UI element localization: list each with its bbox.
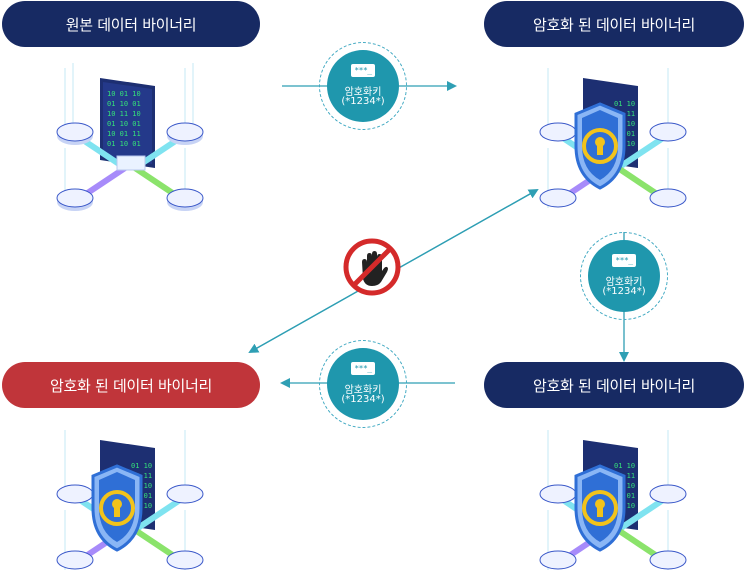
svg-text:10 11 10: 10 11 10	[107, 110, 141, 118]
password-field-icon: ***_	[351, 64, 375, 77]
node-encrypted-bottom-left: 암호화 된 데이터 바이너리	[2, 362, 260, 408]
svg-text:01 10: 01 10	[614, 100, 635, 108]
key-label: 암호화키	[344, 87, 382, 98]
key-value: (*1234*)	[341, 96, 385, 107]
binary-server-illustration: 10 01 10 01 10 01 10 11 10 01 10 01 10 01 …	[56, 63, 204, 211]
key-value: (*1234*)	[602, 286, 646, 297]
svg-text:10 01 11: 10 01 11	[107, 130, 141, 138]
password-field-icon: ***_	[612, 254, 636, 267]
password-field-icon: ***_	[351, 362, 375, 375]
svg-text:10 01 10: 10 01 10	[107, 90, 141, 98]
stop-hand-icon	[343, 238, 401, 296]
svg-text:01 10 01: 01 10 01	[107, 100, 141, 108]
svg-text:01 10 01: 01 10 01	[107, 120, 141, 128]
node-encrypted-mid: 암호화 된 데이터 바이너리	[484, 362, 744, 408]
svg-text:01 10: 01 10	[614, 462, 635, 470]
key-label: 암호화키	[605, 277, 643, 288]
node-source: 원본 데이터 바이너리	[2, 1, 260, 47]
node-encrypted-top: 암호화 된 데이터 바이너리	[484, 1, 744, 47]
key-badge-2: ***_ 암호화키 (*1234*)	[580, 232, 668, 320]
node-encrypted-bottom-left-label: 암호화 된 데이터 바이너리	[50, 376, 212, 395]
svg-text:01 10 01: 01 10 01	[107, 140, 141, 148]
key-value: (*1234*)	[341, 394, 385, 405]
node-source-label: 원본 데이터 바이너리	[65, 15, 197, 34]
key-badge-1: ***_ 암호화키 (*1234*)	[319, 42, 407, 130]
node-encrypted-mid-label: 암호화 된 데이터 바이너리	[533, 376, 695, 395]
node-encrypted-top-label: 암호화 된 데이터 바이너리	[533, 15, 695, 34]
key-label: 암호화키	[344, 385, 382, 396]
key-badge-3: ***_ 암호화키 (*1234*)	[319, 340, 407, 428]
svg-text:01 10: 01 10	[131, 462, 152, 470]
